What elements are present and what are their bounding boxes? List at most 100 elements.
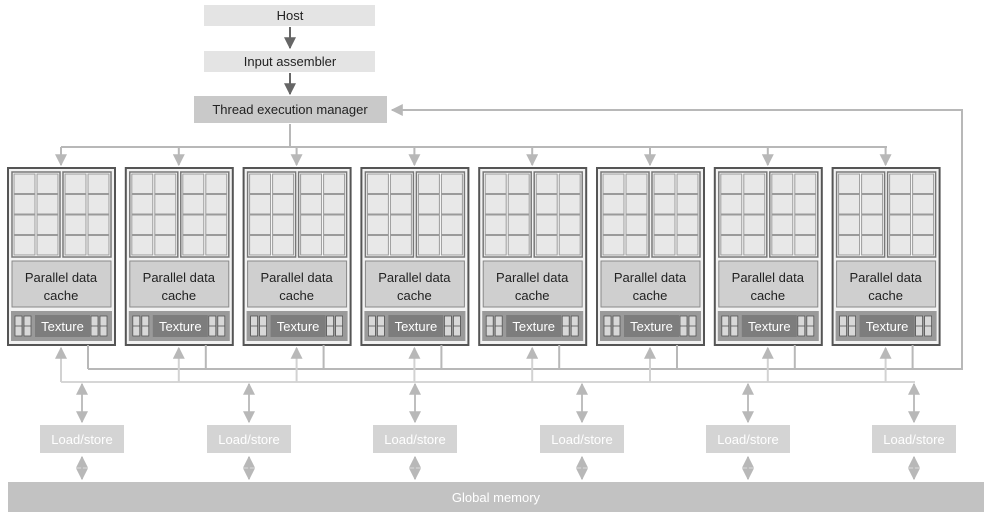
core-grid (180, 171, 230, 258)
core-cell (535, 214, 558, 235)
core-cell (912, 173, 935, 194)
texture-label: Texture (395, 319, 438, 334)
core-cell (558, 173, 581, 194)
core-cell (676, 173, 699, 194)
core-cell (182, 214, 205, 235)
core-cell (535, 194, 558, 215)
load-store-label: Load/store (883, 432, 944, 447)
core-grid (718, 171, 768, 258)
core-cell (272, 235, 295, 256)
cache-label-line1: Parallel data (143, 270, 216, 285)
global-memory-label: Global memory (452, 490, 541, 505)
cache-label-line1: Parallel data (378, 270, 451, 285)
core-grid (886, 171, 937, 258)
parallel-data-cache (11, 260, 112, 308)
core-cell (889, 235, 912, 256)
core-cell (154, 214, 177, 235)
core-cell (440, 194, 463, 215)
core-cell (131, 194, 154, 215)
texture-unit (35, 315, 90, 337)
load-store-label: Load/store (384, 432, 445, 447)
core-cell (743, 173, 766, 194)
load-store-unit: Load/store (207, 382, 291, 481)
load-store-unit: Load/store (373, 382, 457, 481)
load-store-unit: Load/store (872, 382, 956, 481)
core-cell (389, 235, 412, 256)
cache-label-line2: cache (868, 288, 903, 303)
texture-row: Texture (482, 311, 584, 341)
cache-label-line2: cache (397, 288, 432, 303)
core-cell (625, 194, 648, 215)
cache-label-line1: Parallel data (260, 270, 333, 285)
core-cell (602, 173, 625, 194)
core-cell (389, 194, 412, 215)
load-store-unit: Load/store (706, 382, 790, 481)
texture-row: Texture (364, 311, 466, 341)
core-cell (272, 194, 295, 215)
core-cell (249, 173, 272, 194)
distribution-bus (55, 124, 892, 167)
core-cell (36, 214, 59, 235)
core-cell (838, 235, 861, 256)
core-cell (366, 173, 389, 194)
core-cell (272, 214, 295, 235)
core-cell (535, 235, 558, 256)
core-cell (417, 214, 440, 235)
cache-label-line2: cache (750, 288, 785, 303)
core-cell (87, 173, 110, 194)
cache-label-line1: Parallel data (849, 270, 922, 285)
core-cell (366, 214, 389, 235)
core-cell (64, 214, 87, 235)
core-grid (246, 171, 297, 258)
core-grid (62, 171, 112, 258)
core-cell (131, 173, 154, 194)
core-cell (440, 173, 463, 194)
core-cell (249, 235, 272, 256)
core-cell (912, 214, 935, 235)
thread-execution-manager-block: Thread execution manager (194, 96, 387, 123)
core-cell (912, 194, 935, 215)
core-cell (484, 194, 507, 215)
core-cell (653, 214, 676, 235)
core-cell (323, 173, 346, 194)
core-cell (889, 173, 912, 194)
core-cell (182, 235, 205, 256)
texture-row: Texture (128, 311, 230, 341)
core-grid (129, 171, 179, 258)
load-store-label: Load/store (51, 432, 112, 447)
core-cell (87, 235, 110, 256)
texture-label: Texture (159, 319, 202, 334)
cache-label-line2: cache (279, 288, 314, 303)
core-cell (484, 214, 507, 235)
core-cell (484, 173, 507, 194)
core-cell (558, 235, 581, 256)
core-grid (482, 171, 532, 258)
core-cell (323, 194, 346, 215)
cache-label-line2: cache (515, 288, 550, 303)
texture-row: Texture (11, 311, 112, 341)
core-cell (205, 235, 228, 256)
core-cell (366, 235, 389, 256)
core-cell (771, 194, 794, 215)
core-cell (625, 235, 648, 256)
core-cell (13, 235, 36, 256)
core-cell (64, 235, 87, 256)
input-assembler-label: Input assembler (244, 54, 337, 69)
cache-label-line1: Parallel data (496, 270, 569, 285)
texture-label: Texture (41, 319, 84, 334)
core-cell (861, 214, 884, 235)
cache-label-line2: cache (161, 288, 196, 303)
core-cell (794, 235, 817, 256)
core-cell (743, 214, 766, 235)
core-grid (11, 171, 61, 258)
core-cell (794, 194, 817, 215)
texture-unit (624, 315, 679, 337)
core-cell (131, 235, 154, 256)
core-cell (417, 194, 440, 215)
core-cell (889, 194, 912, 215)
load-store-box (540, 425, 624, 453)
